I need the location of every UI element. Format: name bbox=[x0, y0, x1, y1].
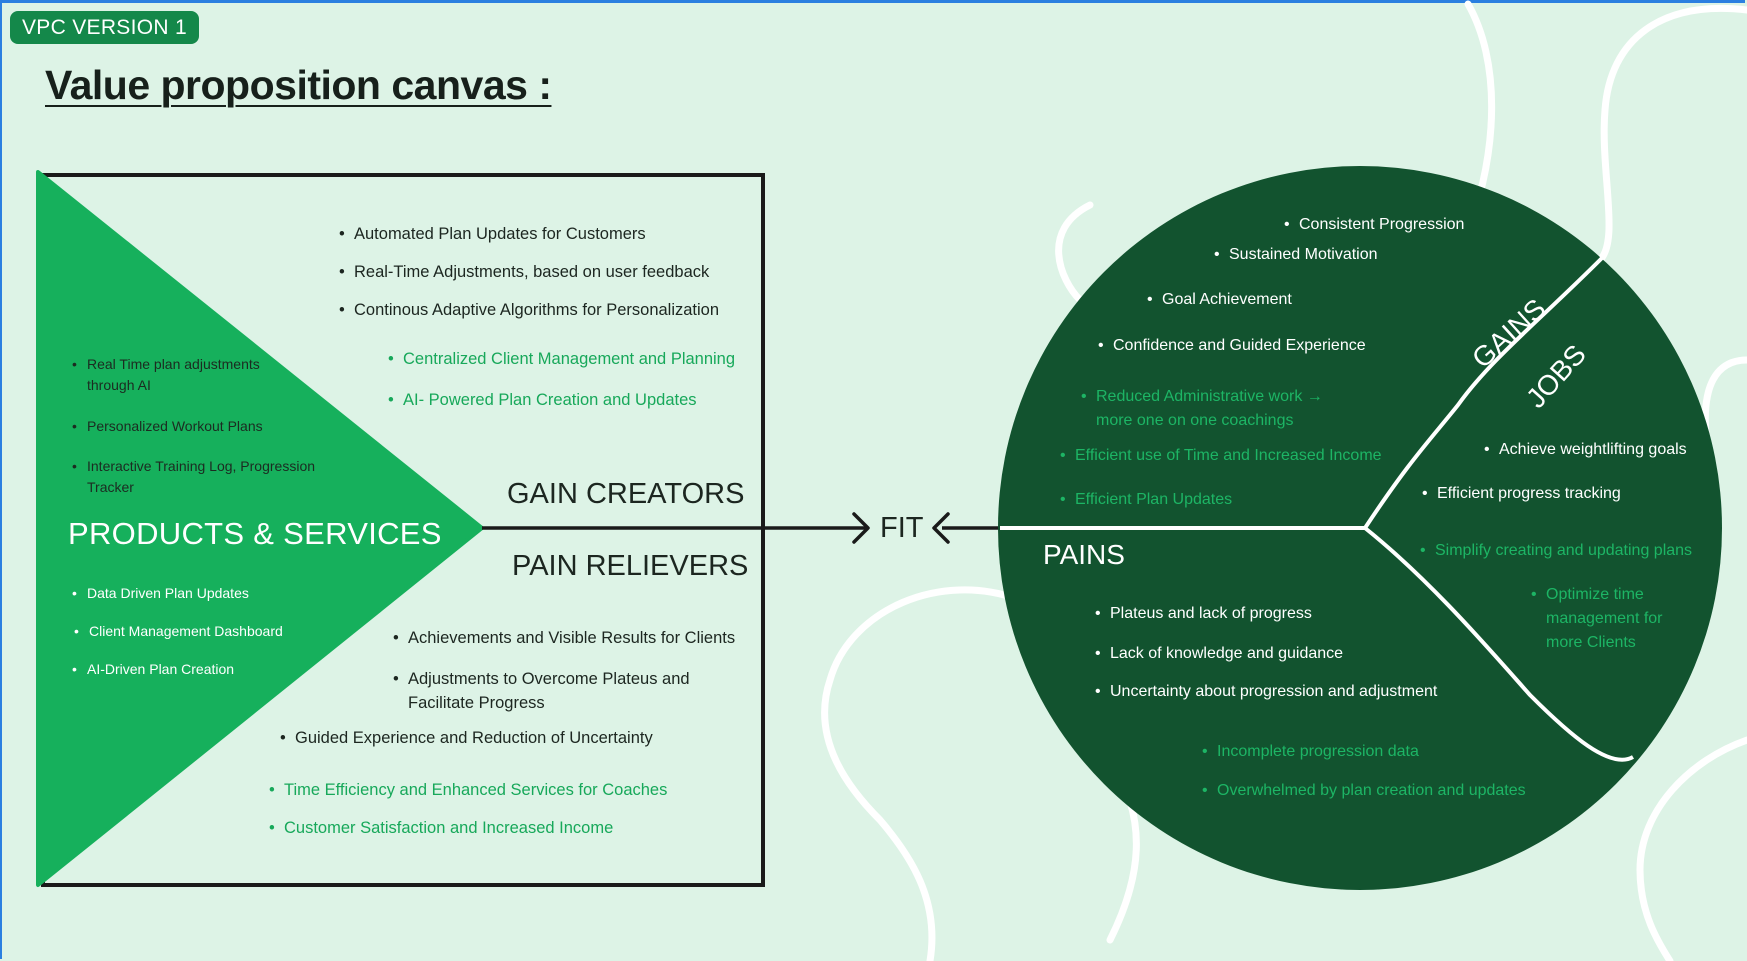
divider-gains-jobs bbox=[1363, 256, 1604, 530]
fit-arrow-right bbox=[852, 512, 870, 544]
jobs-list-2: Efficient progress tracking bbox=[1422, 485, 1621, 503]
jobs-coach-list-2: Optimize time management for more Client… bbox=[1531, 583, 1686, 655]
list-item: Consistent Progression bbox=[1284, 216, 1464, 234]
gain-creators-coach-list: Centralized Client Management and Planni… bbox=[388, 350, 735, 432]
pain-relievers-list: Achievements and Visible Results for Cli… bbox=[280, 629, 766, 767]
gains-list-3: Goal Achievement bbox=[1147, 291, 1292, 309]
pains-title: PAINS bbox=[1043, 539, 1125, 570]
gains-list-4: Confidence and Guided Experience bbox=[1098, 337, 1366, 355]
list-item: AI- Powered Plan Creation and Updates bbox=[388, 391, 735, 432]
gains-coach-list: Reduced Administrative work → more one o… bbox=[1060, 385, 1403, 521]
list-item: Real-Time Adjustments, based on user fee… bbox=[339, 263, 719, 301]
list-item: Reduced Administrative work → more one o… bbox=[1081, 385, 1341, 447]
fit-arrow-left bbox=[932, 512, 950, 544]
list-item: AI-Driven Plan Creation bbox=[72, 661, 281, 699]
squiggle-2 bbox=[1596, 5, 1747, 264]
list-item: Overwhelmed by plan creation and updates bbox=[1202, 782, 1526, 820]
list-item: Plateus and lack of progress bbox=[1095, 605, 1437, 645]
list-item: Customer Satisfaction and Increased Inco… bbox=[269, 819, 667, 857]
products-triangle bbox=[36, 170, 484, 887]
list-item: Real Time plan adjustments through AI bbox=[72, 354, 267, 416]
list-item: Uncertainty about progression and adjust… bbox=[1095, 683, 1437, 721]
divider-jobs-pains bbox=[1363, 526, 1634, 762]
list-item: Time Efficiency and Enhanced Services fo… bbox=[269, 781, 667, 819]
page-title: Value proposition canvas : bbox=[45, 62, 552, 108]
list-item: Incomplete progression data bbox=[1202, 743, 1526, 782]
circle-dividers bbox=[1000, 256, 1634, 762]
list-item: Achieve weightlifting goals bbox=[1484, 441, 1687, 459]
squiggle-6 bbox=[821, 586, 1024, 961]
list-item: Goal Achievement bbox=[1147, 291, 1292, 309]
products-bottom-list: Data Driven Plan Updates Client Manageme… bbox=[72, 585, 283, 699]
list-item: Simplify creating and updating plans bbox=[1420, 542, 1692, 560]
pains-coach-list: Incomplete progression data Overwhelmed … bbox=[1202, 743, 1526, 820]
list-item: Personalized Workout Plans bbox=[72, 416, 347, 456]
list-item: Optimize time management for more Client… bbox=[1531, 583, 1686, 655]
list-item: Sustained Motivation bbox=[1214, 246, 1377, 264]
list-item: Achievements and Visible Results for Cli… bbox=[393, 629, 766, 667]
pain-relievers-coach-list: Time Efficiency and Enhanced Services fo… bbox=[269, 781, 667, 857]
jobs-coach-list-1: Simplify creating and updating plans bbox=[1420, 542, 1692, 560]
list-item: Interactive Training Log, Progression Tr… bbox=[72, 456, 349, 500]
gain-creators-title: GAIN CREATORS bbox=[507, 478, 745, 510]
list-item: Centralized Client Management and Planni… bbox=[388, 350, 735, 391]
squiggle-5 bbox=[1055, 201, 1094, 304]
list-item: Client Management Dashboard bbox=[74, 623, 283, 661]
products-top-list: Real Time plan adjustments through AI Pe… bbox=[72, 354, 349, 500]
pain-relievers-title: PAIN RELIEVERS bbox=[512, 550, 749, 582]
list-item: Efficient use of Time and Increased Inco… bbox=[1060, 447, 1382, 491]
gains-list-1: Consistent Progression bbox=[1284, 216, 1464, 234]
squiggle-4 bbox=[1636, 736, 1747, 961]
products-services-title: PRODUCTS & SERVICES bbox=[68, 516, 442, 551]
list-item: Adjustments to Overcome Plateus and Faci… bbox=[393, 667, 708, 729]
list-item: Efficient progress tracking bbox=[1422, 485, 1621, 503]
version-tag: VPC VERSION 1 bbox=[10, 11, 199, 44]
fit-label: FIT bbox=[880, 512, 924, 544]
list-item: Confidence and Guided Experience bbox=[1098, 337, 1366, 355]
list-item: Data Driven Plan Updates bbox=[72, 585, 281, 623]
gain-creators-list: Automated Plan Updates for Customers Rea… bbox=[339, 225, 719, 339]
pains-list: Plateus and lack of progress Lack of kno… bbox=[1095, 605, 1437, 721]
gains-list-2: Sustained Motivation bbox=[1214, 246, 1377, 264]
list-item: Continous Adaptive Algorithms for Person… bbox=[339, 301, 719, 339]
jobs-list-1: Achieve weightlifting goals bbox=[1484, 441, 1687, 459]
list-item: Lack of knowledge and guidance bbox=[1095, 645, 1437, 683]
list-item: Guided Experience and Reduction of Uncer… bbox=[280, 729, 653, 767]
list-item: Efficient Plan Updates bbox=[1060, 491, 1382, 521]
list-item: Automated Plan Updates for Customers bbox=[339, 225, 719, 263]
